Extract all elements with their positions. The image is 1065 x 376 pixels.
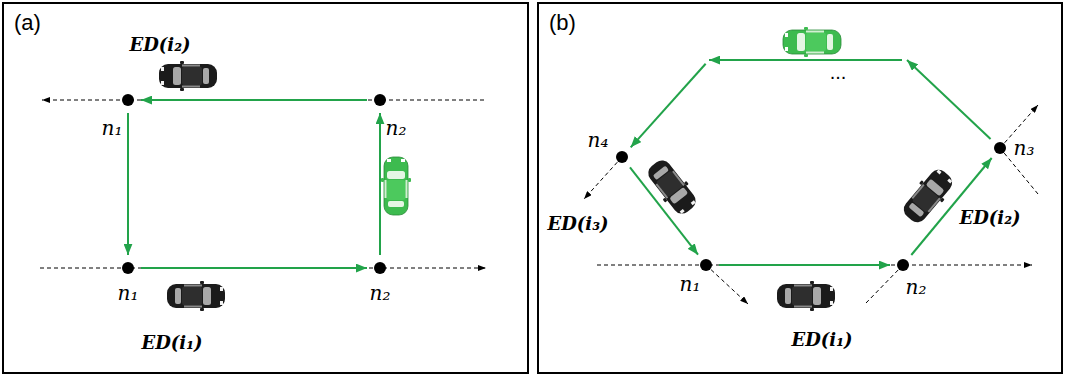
car-icon xyxy=(777,281,835,311)
route-segment xyxy=(709,59,902,61)
route-arrow xyxy=(128,113,129,255)
route-arrow xyxy=(630,167,698,254)
route-segment xyxy=(141,267,367,269)
edge-label: ... xyxy=(828,62,849,82)
route-arrow xyxy=(911,158,991,255)
junction-node: n₁ xyxy=(122,94,134,106)
junction-node: n₄ xyxy=(616,151,628,163)
node-label: n₂ xyxy=(386,117,407,140)
junction-node: n₂ xyxy=(374,94,386,106)
dashed-road xyxy=(597,265,1032,266)
junction-node: n₁ xyxy=(122,262,134,274)
route-arrow xyxy=(141,268,367,269)
node-label: n₄ xyxy=(588,129,609,152)
dashed-road xyxy=(866,265,903,303)
route-segment xyxy=(631,64,706,148)
junction-node: n₃ xyxy=(994,142,1006,154)
panel-label: (a) xyxy=(14,10,41,36)
exposure-label: ED(i₃) xyxy=(547,213,608,235)
route-arrow xyxy=(141,100,367,101)
car-icon xyxy=(642,155,701,219)
route-arrow xyxy=(631,60,991,147)
node-label: n₁ xyxy=(102,117,123,140)
dashed-road xyxy=(42,100,484,101)
route-arrow xyxy=(380,113,381,255)
route-segment xyxy=(911,158,991,255)
route-segment xyxy=(379,113,381,255)
dashed-road xyxy=(40,268,486,269)
route-segment xyxy=(907,60,991,139)
dashed-road xyxy=(584,157,622,199)
car-icon xyxy=(381,157,411,215)
panel-frame: (b) n₄ n₁ n₂ n₃ xyxy=(537,2,1063,374)
exposure-label: ED(i₂) xyxy=(129,34,190,56)
dashed-road xyxy=(706,265,748,304)
car-icon xyxy=(159,61,217,91)
route-segment xyxy=(630,167,698,254)
exposure-label: ED(i₂) xyxy=(959,207,1020,229)
exposure-label: ED(i₁) xyxy=(791,329,852,351)
car-icon xyxy=(898,164,958,228)
car-icon xyxy=(167,281,225,311)
node-label: n₂ xyxy=(370,282,391,305)
node-label: n₂ xyxy=(906,276,927,299)
junction-node: n₁ xyxy=(700,259,712,271)
car-icon xyxy=(783,27,841,57)
panel-frame: (a) n₁ n₂ n₁ n₂ xyxy=(2,2,529,374)
exposure-label: ED(i₁) xyxy=(141,332,202,354)
route-segment xyxy=(719,264,890,266)
node-label: n₃ xyxy=(1014,137,1035,160)
junction-node: n₂ xyxy=(374,262,386,274)
junction-node: n₂ xyxy=(897,259,909,271)
panel-label: (b) xyxy=(549,10,576,36)
route-arrow xyxy=(719,265,890,266)
route-segment xyxy=(127,113,129,255)
node-label: n₁ xyxy=(118,282,139,305)
route-segment xyxy=(141,99,367,101)
node-label: n₁ xyxy=(680,273,701,296)
